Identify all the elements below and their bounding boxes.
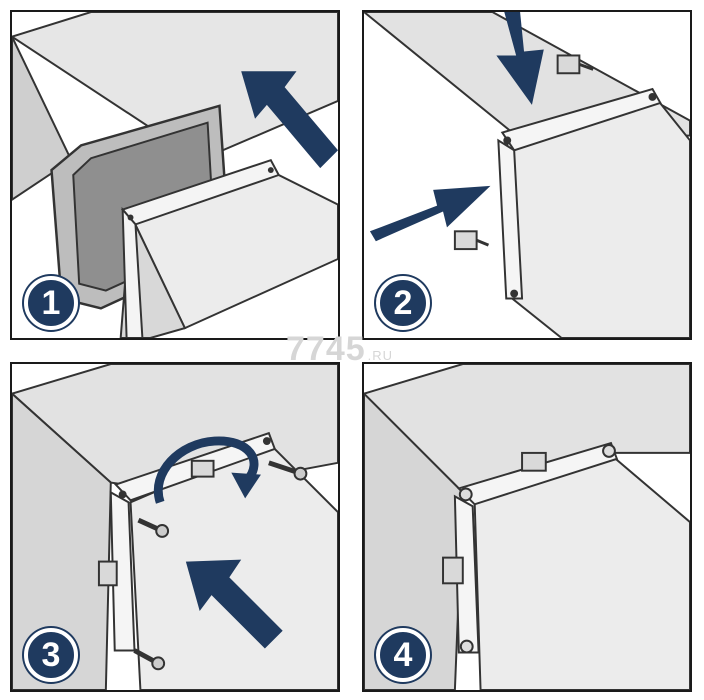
step-1-panel: 1 bbox=[10, 10, 340, 340]
corner-clip bbox=[97, 560, 118, 587]
corner-bolt-hole bbox=[267, 167, 274, 174]
flange-top-rail bbox=[500, 87, 662, 152]
corner-bolt-hole bbox=[127, 214, 134, 221]
step-number-badge: 1 bbox=[24, 276, 78, 330]
duct-side bbox=[364, 392, 464, 690]
flange-side-rail bbox=[497, 138, 524, 300]
step-1-illustration bbox=[12, 12, 338, 338]
duct-side bbox=[12, 392, 112, 690]
bolt bbox=[137, 517, 170, 538]
rotation-arrow bbox=[153, 436, 259, 504]
step-number-badge: 3 bbox=[24, 628, 78, 682]
corner-clip bbox=[442, 556, 464, 585]
corner-bolt-hole bbox=[503, 136, 512, 145]
corner-bolt-hole bbox=[510, 289, 519, 298]
direction-arrow bbox=[185, 559, 283, 649]
direction-arrow-down bbox=[496, 12, 544, 105]
flange-side-rail bbox=[453, 494, 480, 654]
step-2-illustration bbox=[364, 12, 690, 338]
step-2-panel: 2 bbox=[362, 10, 692, 340]
step-4-illustration bbox=[364, 364, 690, 690]
flange-side-rail bbox=[109, 490, 136, 652]
direction-arrow-right bbox=[369, 185, 491, 242]
corner-bolt bbox=[459, 639, 474, 654]
corner-clip-top bbox=[556, 54, 594, 75]
step-4-panel: 4 bbox=[362, 362, 692, 692]
watermark-suffix: .RU bbox=[367, 348, 394, 363]
corner-clip bbox=[521, 451, 547, 472]
bolt bbox=[133, 648, 166, 671]
corner-clip bbox=[190, 459, 215, 478]
corner-bolt-hole bbox=[118, 490, 127, 499]
rotation-arrow-head bbox=[231, 472, 261, 499]
corner-bolt-hole bbox=[262, 437, 271, 446]
direction-arrow bbox=[241, 71, 338, 169]
corner-bolt-hole bbox=[648, 93, 657, 101]
bolt bbox=[268, 460, 308, 481]
corner-clip-side bbox=[453, 230, 490, 251]
corner-bolt bbox=[458, 487, 473, 502]
corner-bolt bbox=[602, 444, 616, 458]
back-duct-side bbox=[12, 36, 73, 201]
step-3-illustration bbox=[12, 364, 338, 690]
step-number-badge: 2 bbox=[376, 276, 430, 330]
step-3-panel: 3 bbox=[10, 362, 340, 692]
step-number-badge: 4 bbox=[376, 628, 430, 682]
